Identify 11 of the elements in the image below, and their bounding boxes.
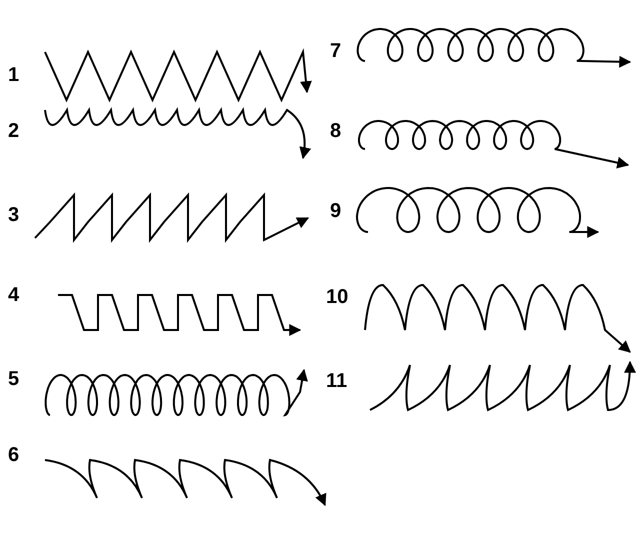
pattern-number: 6 bbox=[8, 444, 20, 466]
pattern-number: 4 bbox=[8, 284, 20, 306]
pattern-number: 2 bbox=[8, 120, 20, 142]
pattern-number: 3 bbox=[8, 204, 20, 226]
pattern-number: 9 bbox=[330, 200, 342, 222]
pattern-number: 10 bbox=[326, 286, 348, 308]
pattern-number: 7 bbox=[330, 40, 342, 62]
pattern-number: 8 bbox=[330, 120, 342, 142]
pattern-number: 1 bbox=[8, 64, 20, 86]
pattern-number: 11 bbox=[326, 370, 348, 392]
pattern-number: 5 bbox=[8, 368, 20, 390]
